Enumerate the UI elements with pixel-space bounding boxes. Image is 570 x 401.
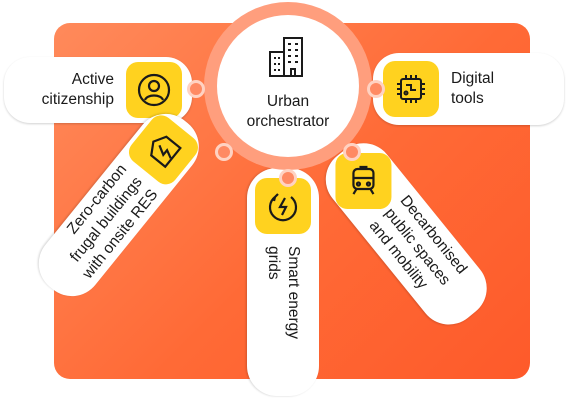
building-energy-icon: [124, 110, 203, 190]
node-label: Active citizenship: [41, 71, 114, 108]
node-label: Smart energy grids: [265, 246, 302, 340]
connector-dot: [367, 80, 385, 98]
connector-dot: [343, 143, 361, 161]
connector-dot: [187, 80, 205, 98]
tram-icon: [335, 153, 392, 210]
chip-icon: [383, 61, 439, 117]
buildings-icon: [264, 35, 312, 84]
node-decarbonised-mobility: Decarbonised public spaces and mobility: [313, 131, 499, 337]
hub-urban-orchestrator: Urban orchestrator: [217, 15, 359, 157]
node-active-citizenship: Active citizenship: [4, 57, 192, 123]
hub-label: Urban orchestrator: [246, 93, 330, 130]
node-label: Digital tools: [451, 70, 495, 107]
person-icon: [126, 62, 182, 118]
node-smart-energy-grids: Smart energy grids: [247, 168, 319, 396]
node-zero-carbon-buildings: Zero-carbon frugal buildings with onsite…: [26, 101, 212, 309]
connector-dot: [215, 143, 233, 161]
connector-dot: [279, 169, 297, 187]
node-digital-tools: Digital tools: [373, 53, 564, 125]
energy-grid-icon: [255, 178, 311, 234]
